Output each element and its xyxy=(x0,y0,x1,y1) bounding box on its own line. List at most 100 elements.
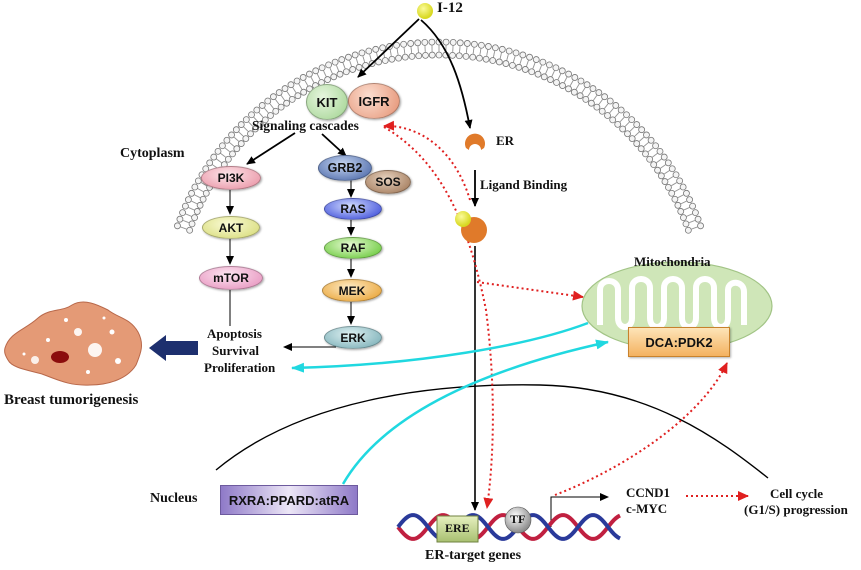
lipid-head xyxy=(300,88,308,96)
lipid-head xyxy=(489,57,497,64)
cell-membrane xyxy=(174,38,704,234)
mitochondria-label: Mitochondria xyxy=(634,254,711,269)
lipid-head xyxy=(682,220,690,228)
signaling-to-pi3k-arrow xyxy=(246,132,296,165)
lipid-head xyxy=(470,40,478,48)
lipid-head xyxy=(449,38,457,46)
lipid-head xyxy=(643,131,650,139)
ligand-i12-icon xyxy=(417,3,433,19)
lipid-head xyxy=(414,39,422,47)
lipid-head xyxy=(628,135,636,142)
lipid-head xyxy=(633,140,641,147)
lipid-head xyxy=(247,130,254,138)
ligand-to-receptors-arrow xyxy=(357,18,420,78)
lipid-head xyxy=(275,89,283,96)
lipid-head xyxy=(179,209,186,217)
ligand-binding-label: Ligand Binding xyxy=(480,177,568,192)
er-target-genes-label: ER-target genes xyxy=(425,548,522,563)
lipid-head xyxy=(665,183,672,191)
lipid-head xyxy=(228,131,235,139)
lipid-head xyxy=(552,64,560,72)
lipid-head xyxy=(671,195,679,203)
lipid-head xyxy=(248,111,255,119)
lipid-head xyxy=(583,81,591,89)
lipid-head xyxy=(331,58,339,66)
lipid-head xyxy=(428,51,436,59)
lipid-head xyxy=(502,60,510,67)
lipid-head xyxy=(577,77,585,85)
lipid-head xyxy=(408,52,416,60)
cell-cycle-label: Cell cycle xyxy=(770,486,824,501)
lipid-head xyxy=(223,136,231,144)
lipid-head xyxy=(174,222,181,230)
lipid-head xyxy=(692,209,699,217)
lipid-head xyxy=(261,116,269,124)
lipid-head xyxy=(660,153,668,161)
igfr-receptor: IGFR xyxy=(348,83,400,119)
lipid-head xyxy=(184,196,192,204)
er-label: ER xyxy=(496,133,515,148)
outcome-proliferation: Proliferation xyxy=(204,360,276,375)
lipid-head xyxy=(269,93,277,101)
lipid-head xyxy=(540,73,548,81)
lipid-head xyxy=(421,38,429,46)
lipid-head xyxy=(381,57,389,64)
nucleus-label: Nucleus xyxy=(150,491,198,506)
er-to-signaling-dotted-arrow xyxy=(383,120,471,201)
lipid-head xyxy=(264,97,272,105)
lipid-head xyxy=(482,55,490,63)
lipid-head xyxy=(684,226,692,234)
cmyc-label: c-MYC xyxy=(626,501,668,516)
lipid-head xyxy=(664,159,672,167)
genes-to-pdk2-dotted-arrow xyxy=(554,362,728,496)
lipid-head xyxy=(242,135,250,142)
lipid-head xyxy=(668,165,676,173)
lipid-head xyxy=(679,183,687,191)
lipid-head xyxy=(532,56,540,63)
lipid-head xyxy=(312,67,320,75)
lipid-head xyxy=(571,74,579,81)
outcome-to-tumor-arrow xyxy=(149,335,198,361)
lipid-head xyxy=(176,215,184,223)
lipid-head xyxy=(628,116,636,124)
lipid-head xyxy=(400,40,408,48)
lipid-head xyxy=(349,66,357,73)
lipid-head xyxy=(498,45,506,53)
lipid-head xyxy=(694,215,702,223)
lipid-head xyxy=(686,196,694,204)
lipid-head xyxy=(624,130,631,138)
lipid-head xyxy=(619,125,627,133)
grb2-node: GRB2 xyxy=(318,155,372,181)
tumor-label: Breast tumorigenesis xyxy=(4,392,139,408)
lipid-head xyxy=(478,41,485,49)
lipid-head xyxy=(214,147,222,155)
lipid-head xyxy=(193,208,201,215)
lipid-head xyxy=(476,54,483,62)
nuclear-envelope xyxy=(215,384,769,479)
lipid-head xyxy=(206,159,214,167)
lipid-head xyxy=(253,106,261,114)
lipid-head xyxy=(330,73,338,81)
lipid-head xyxy=(623,111,630,119)
lipid-head xyxy=(232,126,240,134)
lipid-head xyxy=(528,68,536,76)
receptors-to-ere-dotted-arrow xyxy=(383,126,494,509)
lipid-head xyxy=(495,58,503,66)
lipid-head xyxy=(539,58,547,66)
lipid-head xyxy=(288,95,296,103)
lipid-head xyxy=(318,64,326,72)
lipid-head xyxy=(428,38,436,46)
lipid-head xyxy=(614,120,622,128)
lipid-head xyxy=(188,189,195,197)
lipid-head xyxy=(401,53,409,61)
akt-node: AKT xyxy=(202,216,260,239)
outcome-apoptosis: Apoptosis xyxy=(207,326,262,341)
lipid-head xyxy=(546,61,553,69)
er-receptor xyxy=(464,133,485,150)
lipid-head xyxy=(256,120,264,128)
lipid-head xyxy=(233,145,241,153)
lipid-head xyxy=(647,136,655,144)
lipid-head xyxy=(365,47,373,55)
ere-box xyxy=(436,515,479,543)
lipid-head xyxy=(505,47,513,55)
